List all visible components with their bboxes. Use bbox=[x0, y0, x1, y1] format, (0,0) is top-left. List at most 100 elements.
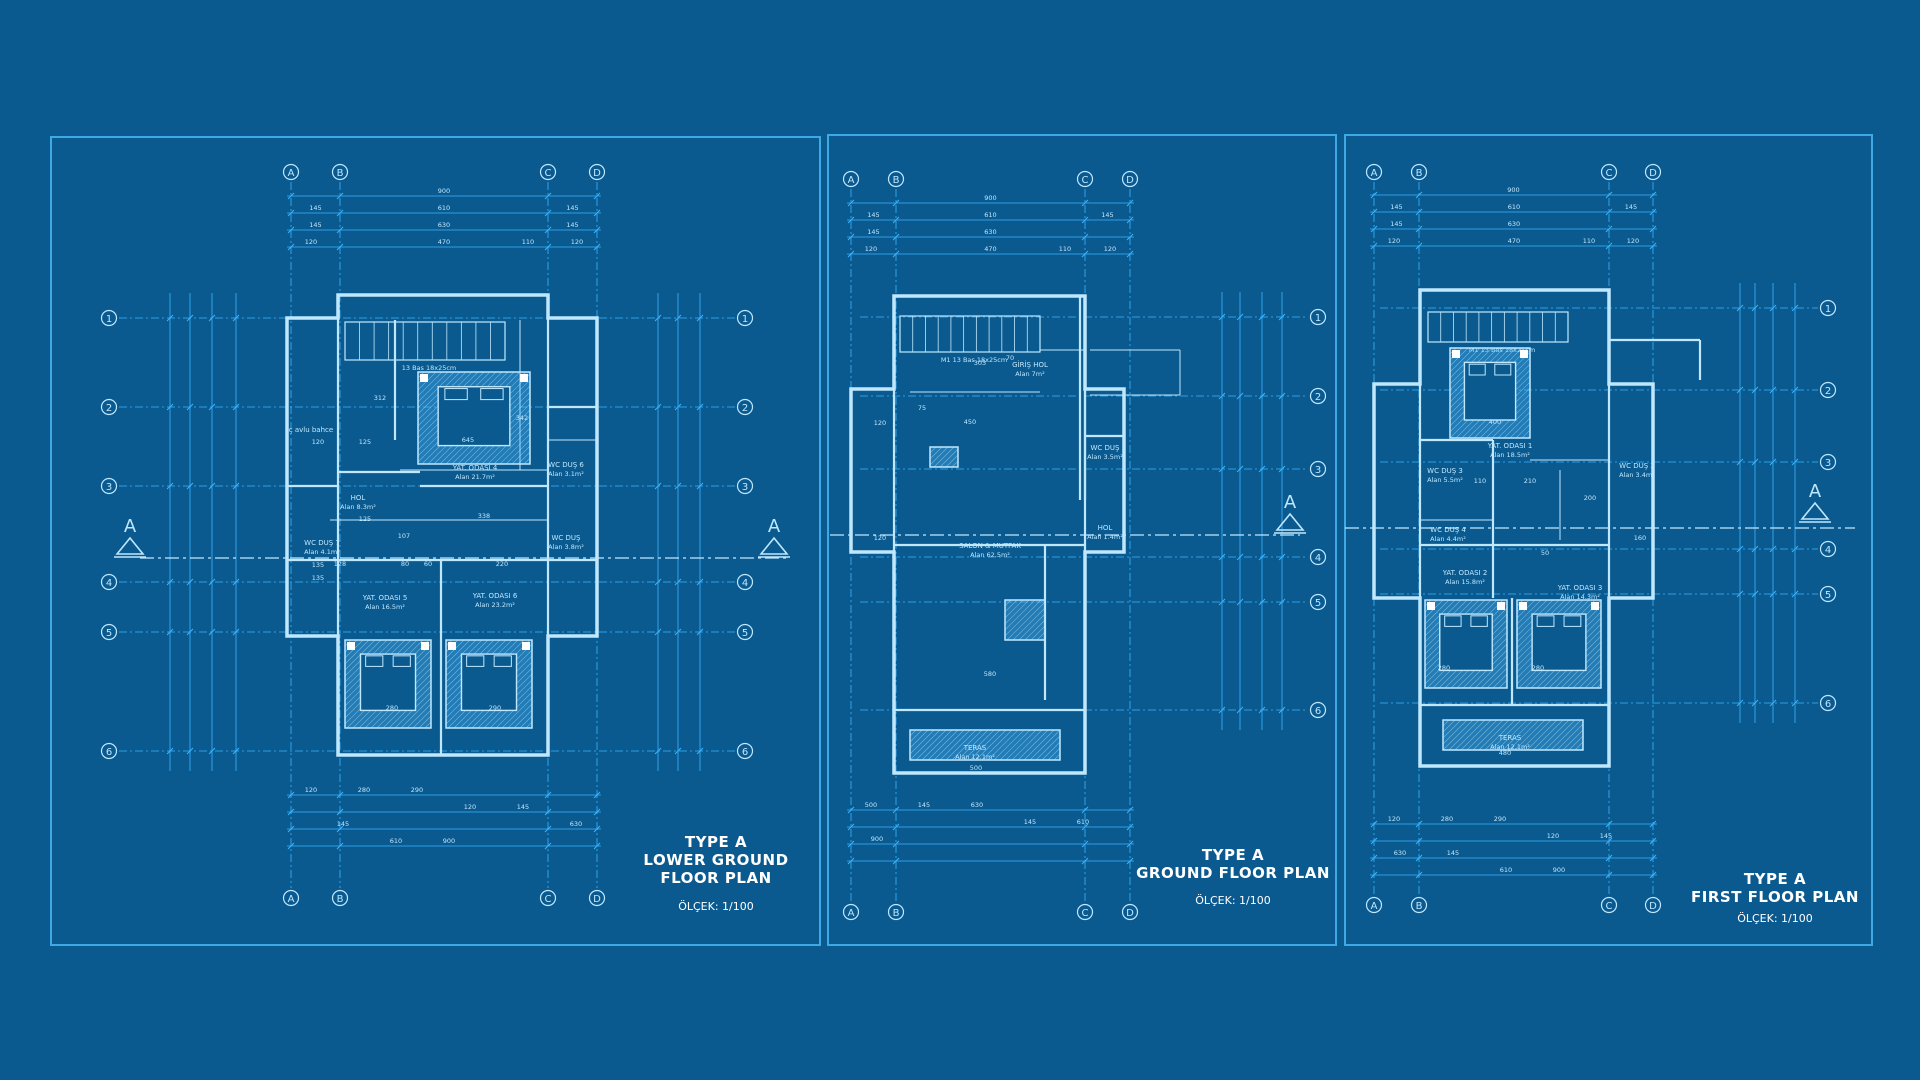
dimension-text-bottom: 290 bbox=[1494, 815, 1506, 823]
bed-3-rug-hatch-line bbox=[525, 721, 533, 729]
dimension-tick bbox=[208, 314, 216, 322]
dimension-tick bbox=[1791, 699, 1799, 707]
grid-bubble-top-C bbox=[1076, 170, 1094, 188]
grid-bubble-right-3-label: 3 bbox=[1825, 458, 1831, 469]
furniture-block-3-hatch-line bbox=[1011, 729, 1043, 761]
room-name: iç avlu bahce bbox=[287, 426, 333, 434]
dimension-tick bbox=[1278, 598, 1286, 606]
dimension-text-top: 630 bbox=[438, 221, 450, 229]
dimension-text-top: 120 bbox=[1388, 237, 1400, 245]
dimension-tick bbox=[1370, 191, 1378, 199]
furniture-block-2-hatch-line bbox=[1042, 637, 1046, 641]
furniture-block-1-hatch-line bbox=[1490, 719, 1522, 751]
dimension-tick bbox=[186, 747, 194, 755]
dimension-tick bbox=[1081, 250, 1089, 258]
grid-bubble-left-5 bbox=[100, 623, 118, 641]
dimension-tick bbox=[1605, 854, 1613, 862]
dimension-tick bbox=[1126, 840, 1134, 848]
room-name: HOL bbox=[351, 494, 366, 502]
furniture-block-1 bbox=[1442, 719, 1584, 751]
interior-dimension: 303 bbox=[974, 359, 986, 367]
dimension-text-top: 120 bbox=[865, 245, 877, 253]
bed-3-rug-hatch-line bbox=[513, 709, 533, 729]
plan-scale-ground: ÖLÇEK: 1/100 bbox=[1195, 894, 1271, 907]
grid-bubble-bottom-D bbox=[588, 889, 606, 907]
bed-2-pillow-right bbox=[392, 655, 411, 667]
dimension-tick bbox=[1236, 553, 1244, 561]
grid-bubble-right-4-label: 4 bbox=[1315, 553, 1321, 564]
bed-1-rug-hatch-line bbox=[517, 451, 531, 465]
dimension-text-top: 145 bbox=[309, 221, 321, 229]
furniture-block-1-hatch-line bbox=[1496, 719, 1528, 751]
dimension-tick bbox=[674, 403, 682, 411]
grid-bubble-right-5-label: 5 bbox=[1315, 598, 1321, 609]
staircase bbox=[1427, 311, 1569, 343]
bed-1-rug-hatch-line bbox=[1449, 347, 1475, 373]
dimension-tick bbox=[1415, 820, 1423, 828]
bed-3-rug-hatch-line bbox=[1590, 677, 1602, 689]
furniture-block-3-hatch-line bbox=[999, 729, 1031, 761]
dimension-tick bbox=[674, 628, 682, 636]
room-area: Alan 4.4m² bbox=[1430, 535, 1466, 543]
bed-1-rug-hatch-line bbox=[499, 433, 531, 465]
room-area: Alan 7m² bbox=[1015, 370, 1045, 378]
interior-dimension: 280 bbox=[1532, 664, 1544, 672]
bed-3-lamp-right bbox=[522, 642, 530, 650]
grid-bubble-left-5-label: 5 bbox=[106, 628, 112, 639]
dimension-tick bbox=[654, 578, 662, 586]
bed-3-rug-hatch-line bbox=[1584, 671, 1602, 689]
grid-bubble-top-C-label: C bbox=[1082, 175, 1089, 186]
bed-2-lamp-right bbox=[1497, 602, 1505, 610]
bed-3-rug-hatch-line bbox=[507, 703, 533, 729]
furniture-block-1-hatch-line bbox=[1442, 719, 1456, 733]
grid-bubble-top-C bbox=[539, 163, 557, 181]
frame-ground-floor-plan bbox=[827, 134, 1337, 946]
dimension-text-top: 145 bbox=[1625, 203, 1637, 211]
dimension-tick bbox=[1236, 392, 1244, 400]
interior-dimension: 50 bbox=[1541, 549, 1549, 557]
dimension-tick bbox=[1218, 465, 1226, 473]
interior-dimension: 342 bbox=[516, 414, 528, 422]
bed-1-rug-hatch-line bbox=[523, 457, 531, 465]
dimension-tick bbox=[1258, 392, 1266, 400]
interior-dimension: 75 bbox=[918, 404, 926, 412]
grid-bubble-bottom-C bbox=[1076, 903, 1094, 921]
section-marker-left-letter: A bbox=[124, 516, 137, 537]
interior-dimension: 280 bbox=[1438, 664, 1450, 672]
grid-bubble-top-D-label: D bbox=[1126, 175, 1134, 186]
grid-bubble-right-6-label: 6 bbox=[1315, 706, 1321, 717]
bed-1-pillow-left bbox=[444, 388, 468, 401]
grid-bubble-right-5-label: 5 bbox=[742, 628, 748, 639]
furniture-block-3-hatch-line bbox=[957, 729, 989, 761]
grid-bubble-top-B bbox=[331, 163, 349, 181]
grid-bubble-top-D-label: D bbox=[593, 168, 601, 179]
dimension-tick bbox=[1605, 820, 1613, 828]
dimension-tick bbox=[166, 628, 174, 636]
dimension-text-top: 470 bbox=[438, 238, 450, 246]
bed-1-rug-hatch-line bbox=[1515, 423, 1531, 439]
room-area: Alan 12.1m² bbox=[1490, 743, 1530, 751]
room-area: Alan 12.1m² bbox=[955, 753, 995, 761]
dimension-text-bottom: 280 bbox=[358, 786, 370, 794]
furniture-block-2-hatch-line bbox=[1018, 613, 1046, 641]
dimension-tick bbox=[336, 808, 344, 816]
dimension-tick bbox=[287, 226, 295, 234]
bed-3-rug-hatch-line bbox=[501, 697, 533, 729]
grid-bubble-left-3-label: 3 bbox=[106, 482, 112, 493]
dimension-tick bbox=[1278, 392, 1286, 400]
dimension-tick bbox=[847, 840, 855, 848]
dimension-tick bbox=[892, 216, 900, 224]
dimension-tick bbox=[336, 192, 344, 200]
interior-dimension: 70 bbox=[1006, 354, 1014, 362]
dimension-text-top: 900 bbox=[1507, 186, 1519, 194]
furniture-block-2-hatch-line bbox=[1004, 599, 1030, 625]
dimension-tick bbox=[1751, 304, 1759, 312]
furniture-block-1-hatch-line bbox=[1562, 729, 1584, 751]
dimension-tick bbox=[186, 628, 194, 636]
bed-2-rug-hatch-line bbox=[400, 697, 432, 729]
room-name: TERAS bbox=[1498, 734, 1522, 742]
interior-dimension: 580 bbox=[984, 670, 996, 678]
furniture-block-1-hatch-line bbox=[933, 446, 955, 468]
grid-bubble-left-1 bbox=[100, 309, 118, 327]
